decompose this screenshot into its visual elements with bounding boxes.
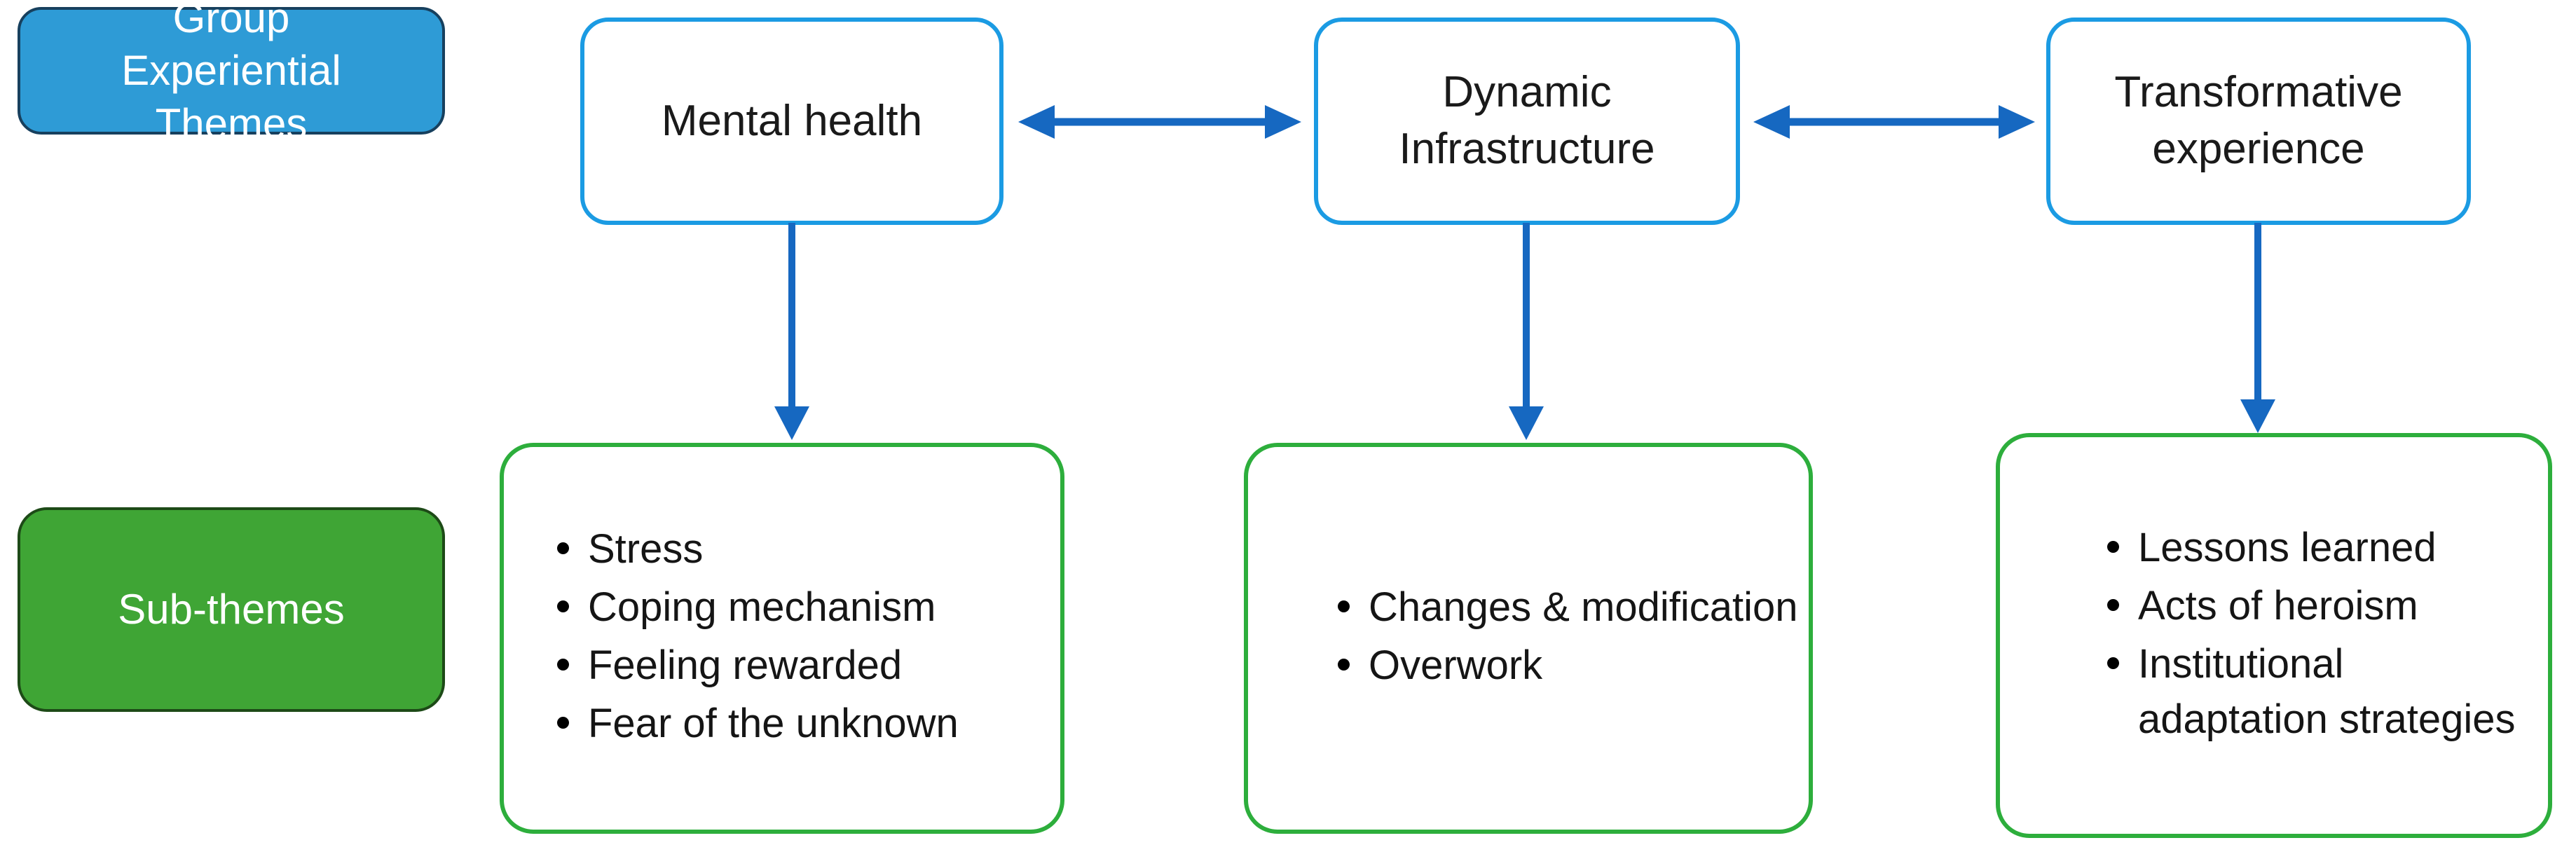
subtheme-box-transformative-experience: Lessons learned Acts of heroism Institut… xyxy=(1996,433,2552,838)
double-arrow-icon-mental-health-to-dynamic-infrastructure xyxy=(1006,90,1314,154)
double-arrow-icon-dynamic-infrastructure-to-transformative-experience xyxy=(1741,90,2048,154)
subtheme-box-mental-health: Stress Coping mechanism Feeling rewarded… xyxy=(500,443,1064,834)
list-item: Coping mechanism xyxy=(516,580,1053,635)
list-item: Acts of heroism xyxy=(2067,579,2541,634)
legend-box-sub-themes: Sub-themes xyxy=(18,507,445,712)
list-item: Changes & modification xyxy=(1297,580,1802,635)
legend-label-group-experiential-themes: Group Experiential Themes xyxy=(121,0,341,147)
down-arrow-icon-dynamic-infrastructure-to-subthemes xyxy=(1498,223,1554,446)
theme-box-dynamic-infrastructure: Dynamic Infrastructure xyxy=(1314,18,1740,225)
subtheme-list: Stress Coping mechanism Feeling rewarded… xyxy=(511,522,1053,755)
down-arrow-icon-transformative-experience-to-subthemes xyxy=(2230,223,2286,437)
theme-box-transformative-experience: Transformative experience xyxy=(2046,18,2471,225)
list-item: Overwork xyxy=(1297,638,1802,694)
list-item: Fear of the unknown xyxy=(516,696,1053,752)
subtheme-list: Changes & modification Overwork xyxy=(1255,580,1802,696)
list-item: Lessons learned xyxy=(2067,521,2541,576)
list-item: Feeling rewarded xyxy=(516,638,1053,694)
list-item: Institutional adaptation strategies xyxy=(2067,637,2541,748)
subtheme-list: Lessons learned Acts of heroism Institut… xyxy=(2007,521,2541,750)
legend-box-group-experiential-themes: Group Experiential Themes xyxy=(18,0,445,147)
theme-box-mental-health: Mental health xyxy=(580,18,1003,225)
subtheme-box-dynamic-infrastructure: Changes & modification Overwork xyxy=(1244,443,1813,834)
theme-label: Transformative experience xyxy=(2114,68,2403,173)
theme-label: Mental health xyxy=(661,96,923,145)
legend-label-sub-themes: Sub-themes xyxy=(118,586,345,633)
list-item: Stress xyxy=(516,522,1053,577)
theme-label: Dynamic Infrastructure xyxy=(1399,68,1655,173)
down-arrow-icon-mental-health-to-subthemes xyxy=(764,223,820,446)
